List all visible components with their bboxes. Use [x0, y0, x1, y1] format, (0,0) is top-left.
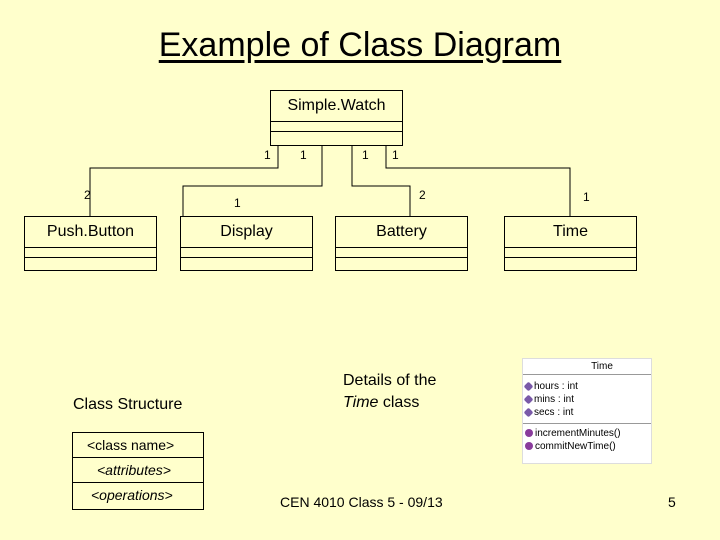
multiplicity-watch-time: 1: [392, 148, 399, 162]
attributes-section: [505, 247, 636, 257]
multiplicity-pushbutton: 2: [84, 188, 91, 202]
operation-icon: [525, 429, 533, 437]
class-display: Display: [180, 216, 313, 271]
attributes-section: [25, 247, 156, 257]
class-name: Battery: [376, 223, 427, 240]
operation-icon: [525, 442, 533, 450]
legend-operations-row: <operations>: [91, 487, 173, 503]
class-structure-legend: <class name> <attributes> <operations>: [72, 432, 204, 510]
assoc-line-time: [385, 146, 571, 216]
class-name: Time: [553, 223, 588, 240]
class-name: Push.Button: [46, 223, 135, 240]
attribute-icon: [523, 394, 534, 405]
attribute-icon: [523, 381, 534, 392]
multiplicity-time: 1: [583, 190, 590, 204]
multiplicity-watch-battery: 1: [362, 148, 369, 162]
class-push-button: Push.Button: [24, 216, 157, 271]
attributes-section: [336, 247, 467, 257]
attribute-icon: [523, 407, 534, 418]
operations-section: [25, 257, 156, 267]
assoc-line-battery: [351, 146, 411, 216]
class-name: Display: [220, 223, 273, 240]
class-battery: Battery: [335, 216, 468, 271]
details-class-name: Time: [343, 394, 379, 411]
legend-title: Class Structure: [73, 396, 183, 413]
class-time: Time: [504, 216, 637, 271]
attributes-section: [271, 121, 402, 131]
time-attr-row: secs : int: [523, 406, 651, 419]
multiplicity-battery: 2: [419, 188, 426, 202]
footer-course: CEN 4010 Class 5 - 09/13: [280, 494, 443, 510]
operations-section: [181, 257, 312, 267]
assoc-line-pushbutton: [89, 146, 279, 216]
details-line2: Time class: [343, 392, 436, 414]
slide-title: Example of Class Diagram: [158, 26, 562, 64]
multiplicity-display: 1: [234, 196, 241, 210]
time-attr-row: hours : int: [523, 380, 651, 393]
operations-section: [336, 257, 467, 267]
time-class-detail-image: Time hours : int mins : int secs : int i…: [522, 358, 652, 464]
time-detail-divider: [523, 423, 651, 424]
attributes-section: [181, 247, 312, 257]
multiplicity-watch-pushbutton: 1: [264, 148, 271, 162]
class-simple-watch: Simple.Watch: [270, 90, 403, 146]
legend-attributes-row: <attributes>: [73, 458, 203, 483]
class-name: Simple.Watch: [287, 97, 386, 114]
details-suffix: class: [378, 394, 420, 411]
operations-section: [505, 257, 636, 267]
legend-name-row: <class name>: [73, 433, 203, 458]
assoc-line-display: [182, 146, 323, 216]
page-number: 5: [668, 494, 676, 510]
details-line1: Details of the: [343, 372, 437, 389]
details-caption: Details of the Time class: [343, 370, 436, 414]
time-op-row: commitNewTime(): [523, 440, 651, 453]
time-op-row: incrementMinutes(): [523, 427, 651, 440]
multiplicity-watch-display: 1: [300, 148, 307, 162]
operations-section: [271, 131, 402, 141]
time-attr-row: mins : int: [523, 393, 651, 406]
time-detail-name: Time: [523, 359, 651, 375]
